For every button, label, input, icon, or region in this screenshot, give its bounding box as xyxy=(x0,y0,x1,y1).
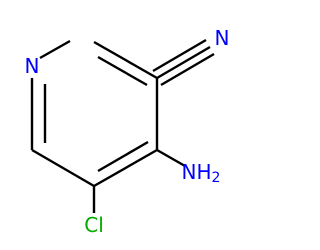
chemical-structure: N N NH2 Cl xyxy=(25,26,230,237)
bond-c3-cn xyxy=(156,45,211,80)
bond-c3-c2 xyxy=(93,40,158,80)
ring-nitrogen-label: N xyxy=(25,54,40,78)
bond-c2-n1 xyxy=(39,39,71,60)
bond-cn-upper xyxy=(152,38,207,73)
bond-cn-lower xyxy=(160,52,215,87)
bond-c3-c2-inner xyxy=(97,55,148,87)
amine-symbol: NH xyxy=(182,160,212,184)
bond-c5-c4 xyxy=(93,148,158,188)
chlorine-label: Cl xyxy=(84,213,104,237)
bond-c5-c4-inner xyxy=(97,140,149,173)
bond-c6-c5 xyxy=(31,148,95,188)
amine-subscript: 2 xyxy=(212,170,221,186)
nitrile-nitrogen-label: N xyxy=(215,26,230,50)
bond-c4-nh2 xyxy=(156,148,186,168)
amine-label: NH2 xyxy=(182,160,221,186)
